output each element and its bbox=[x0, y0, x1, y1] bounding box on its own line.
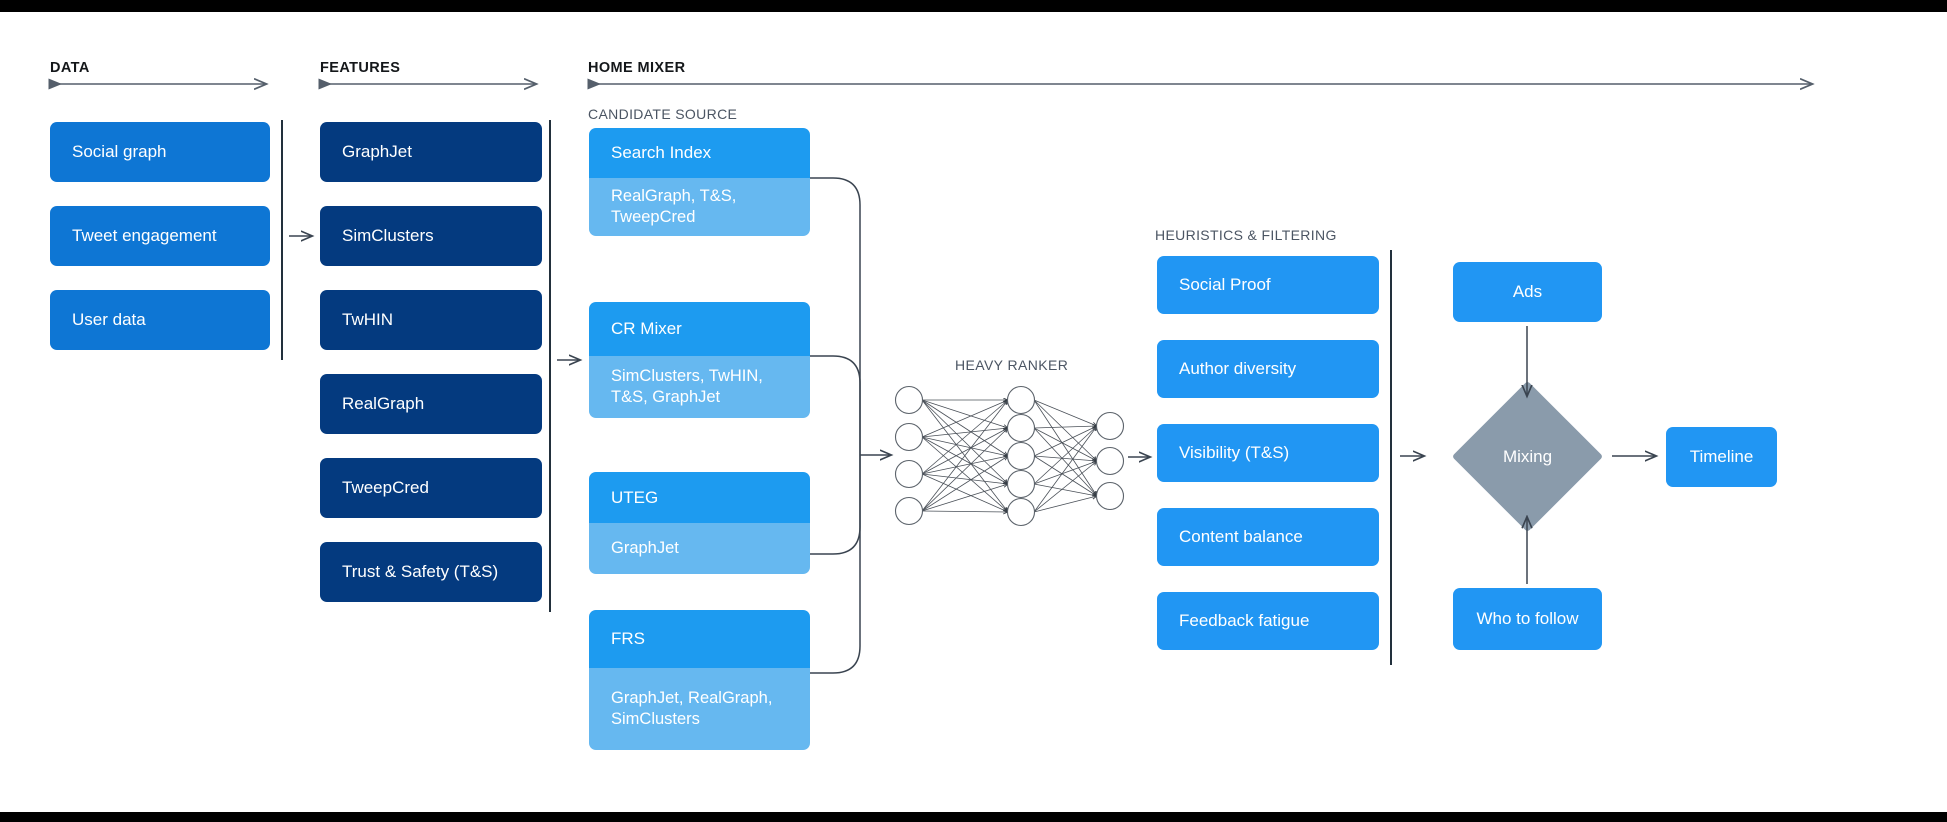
candidate-source-features: GraphJet, RealGraph, SimClusters bbox=[589, 668, 810, 750]
top-frame-bar bbox=[0, 0, 1947, 12]
candidate-source-cr-mixer[interactable]: CR Mixer SimClusters, TwHIN, T&S, GraphJ… bbox=[589, 302, 810, 418]
candidate-source-title: Search Index bbox=[589, 128, 810, 178]
nn-hidden-node bbox=[1006, 385, 1036, 415]
divider-features-home-mixer bbox=[549, 120, 551, 612]
divider-heuristics-mixing bbox=[1390, 250, 1392, 665]
feature-box-realgraph[interactable]: RealGraph bbox=[320, 374, 542, 434]
data-box-tweet-engagement[interactable]: Tweet engagement bbox=[50, 206, 270, 266]
data-box-social-graph[interactable]: Social graph bbox=[50, 122, 270, 182]
feature-box-label: TwHIN bbox=[342, 309, 393, 329]
sink-box-label: Who to follow bbox=[1476, 608, 1579, 628]
section-label-heuristics: HEURISTICS & FILTERING bbox=[1155, 227, 1337, 243]
section-label-data: DATA bbox=[50, 60, 90, 76]
data-box-user-data[interactable]: User data bbox=[50, 290, 270, 350]
heuristic-box-label: Visibility (T&S) bbox=[1179, 442, 1290, 462]
data-box-label: User data bbox=[72, 309, 146, 329]
nn-output-node bbox=[1095, 446, 1125, 476]
heuristic-box-label: Feedback fatigue bbox=[1179, 610, 1310, 630]
mixing-diamond-label: Mixing bbox=[1453, 440, 1602, 474]
heuristic-box-label: Content balance bbox=[1179, 526, 1303, 546]
candidate-source-search-index[interactable]: Search Index RealGraph, T&S, TweepCred bbox=[589, 128, 810, 236]
heuristic-box-feedback-fatigue[interactable]: Feedback fatigue bbox=[1157, 592, 1379, 650]
feature-box-twhin[interactable]: TwHIN bbox=[320, 290, 542, 350]
nn-hidden-node bbox=[1006, 441, 1036, 471]
nn-input-node bbox=[894, 459, 924, 489]
heuristic-box-content-balance[interactable]: Content balance bbox=[1157, 508, 1379, 566]
section-label-heavy-ranker: HEAVY RANKER bbox=[955, 357, 1069, 373]
feature-box-graphjet[interactable]: GraphJet bbox=[320, 122, 542, 182]
sink-box-label: Timeline bbox=[1689, 446, 1754, 466]
feature-box-simclusters[interactable]: SimClusters bbox=[320, 206, 542, 266]
sink-box-ads[interactable]: Ads bbox=[1453, 262, 1602, 322]
heuristic-box-label: Social Proof bbox=[1179, 274, 1271, 294]
feature-box-label: SimClusters bbox=[342, 225, 434, 245]
mixing-label-text: Mixing bbox=[1502, 447, 1553, 466]
candidate-source-title: FRS bbox=[589, 610, 810, 668]
nn-hidden-node bbox=[1006, 469, 1036, 499]
section-label-candidate-source: CANDIDATE SOURCE bbox=[588, 106, 738, 122]
heuristic-box-label: Author diversity bbox=[1179, 358, 1297, 378]
nn-hidden-node bbox=[1006, 413, 1036, 443]
sink-box-who-to-follow[interactable]: Who to follow bbox=[1453, 588, 1602, 650]
heuristic-box-social-proof[interactable]: Social Proof bbox=[1157, 256, 1379, 314]
sink-box-label: Ads bbox=[1512, 281, 1543, 301]
nn-input-node bbox=[894, 496, 924, 526]
feature-box-trust-safety[interactable]: Trust & Safety (T&S) bbox=[320, 542, 542, 602]
feature-box-label: GraphJet bbox=[342, 141, 412, 161]
candidate-source-features: GraphJet bbox=[589, 523, 810, 574]
bottom-frame-bar bbox=[0, 812, 1947, 822]
feature-box-label: Trust & Safety (T&S) bbox=[342, 561, 499, 581]
heuristic-box-author-diversity[interactable]: Author diversity bbox=[1157, 340, 1379, 398]
feature-box-tweepcred[interactable]: TweepCred bbox=[320, 458, 542, 518]
candidate-source-features: SimClusters, TwHIN, T&S, GraphJet bbox=[589, 356, 810, 418]
nn-input-node bbox=[894, 422, 924, 452]
nn-input-node bbox=[894, 385, 924, 415]
section-label-home-mixer: HOME MIXER bbox=[588, 60, 686, 76]
candidate-source-features: RealGraph, T&S, TweepCred bbox=[589, 178, 810, 236]
candidate-source-bus bbox=[810, 177, 861, 674]
candidate-source-title: UTEG bbox=[589, 472, 810, 523]
data-box-label: Tweet engagement bbox=[72, 225, 217, 245]
candidate-source-uteg[interactable]: UTEG GraphJet bbox=[589, 472, 810, 574]
data-box-label: Social graph bbox=[72, 141, 167, 161]
nn-hidden-node bbox=[1006, 497, 1036, 527]
heuristic-box-visibility[interactable]: Visibility (T&S) bbox=[1157, 424, 1379, 482]
section-label-features: FEATURES bbox=[320, 60, 401, 76]
sink-box-timeline[interactable]: Timeline bbox=[1666, 427, 1777, 487]
candidate-source-title: CR Mixer bbox=[589, 302, 810, 356]
nn-output-node bbox=[1095, 411, 1125, 441]
nn-output-node bbox=[1095, 481, 1125, 511]
candidate-source-frs[interactable]: FRS GraphJet, RealGraph, SimClusters bbox=[589, 610, 810, 750]
heavy-ranker-network bbox=[894, 385, 1125, 527]
feature-box-label: TweepCred bbox=[342, 477, 429, 497]
feature-box-label: RealGraph bbox=[342, 393, 425, 413]
divider-data-features bbox=[281, 120, 283, 360]
